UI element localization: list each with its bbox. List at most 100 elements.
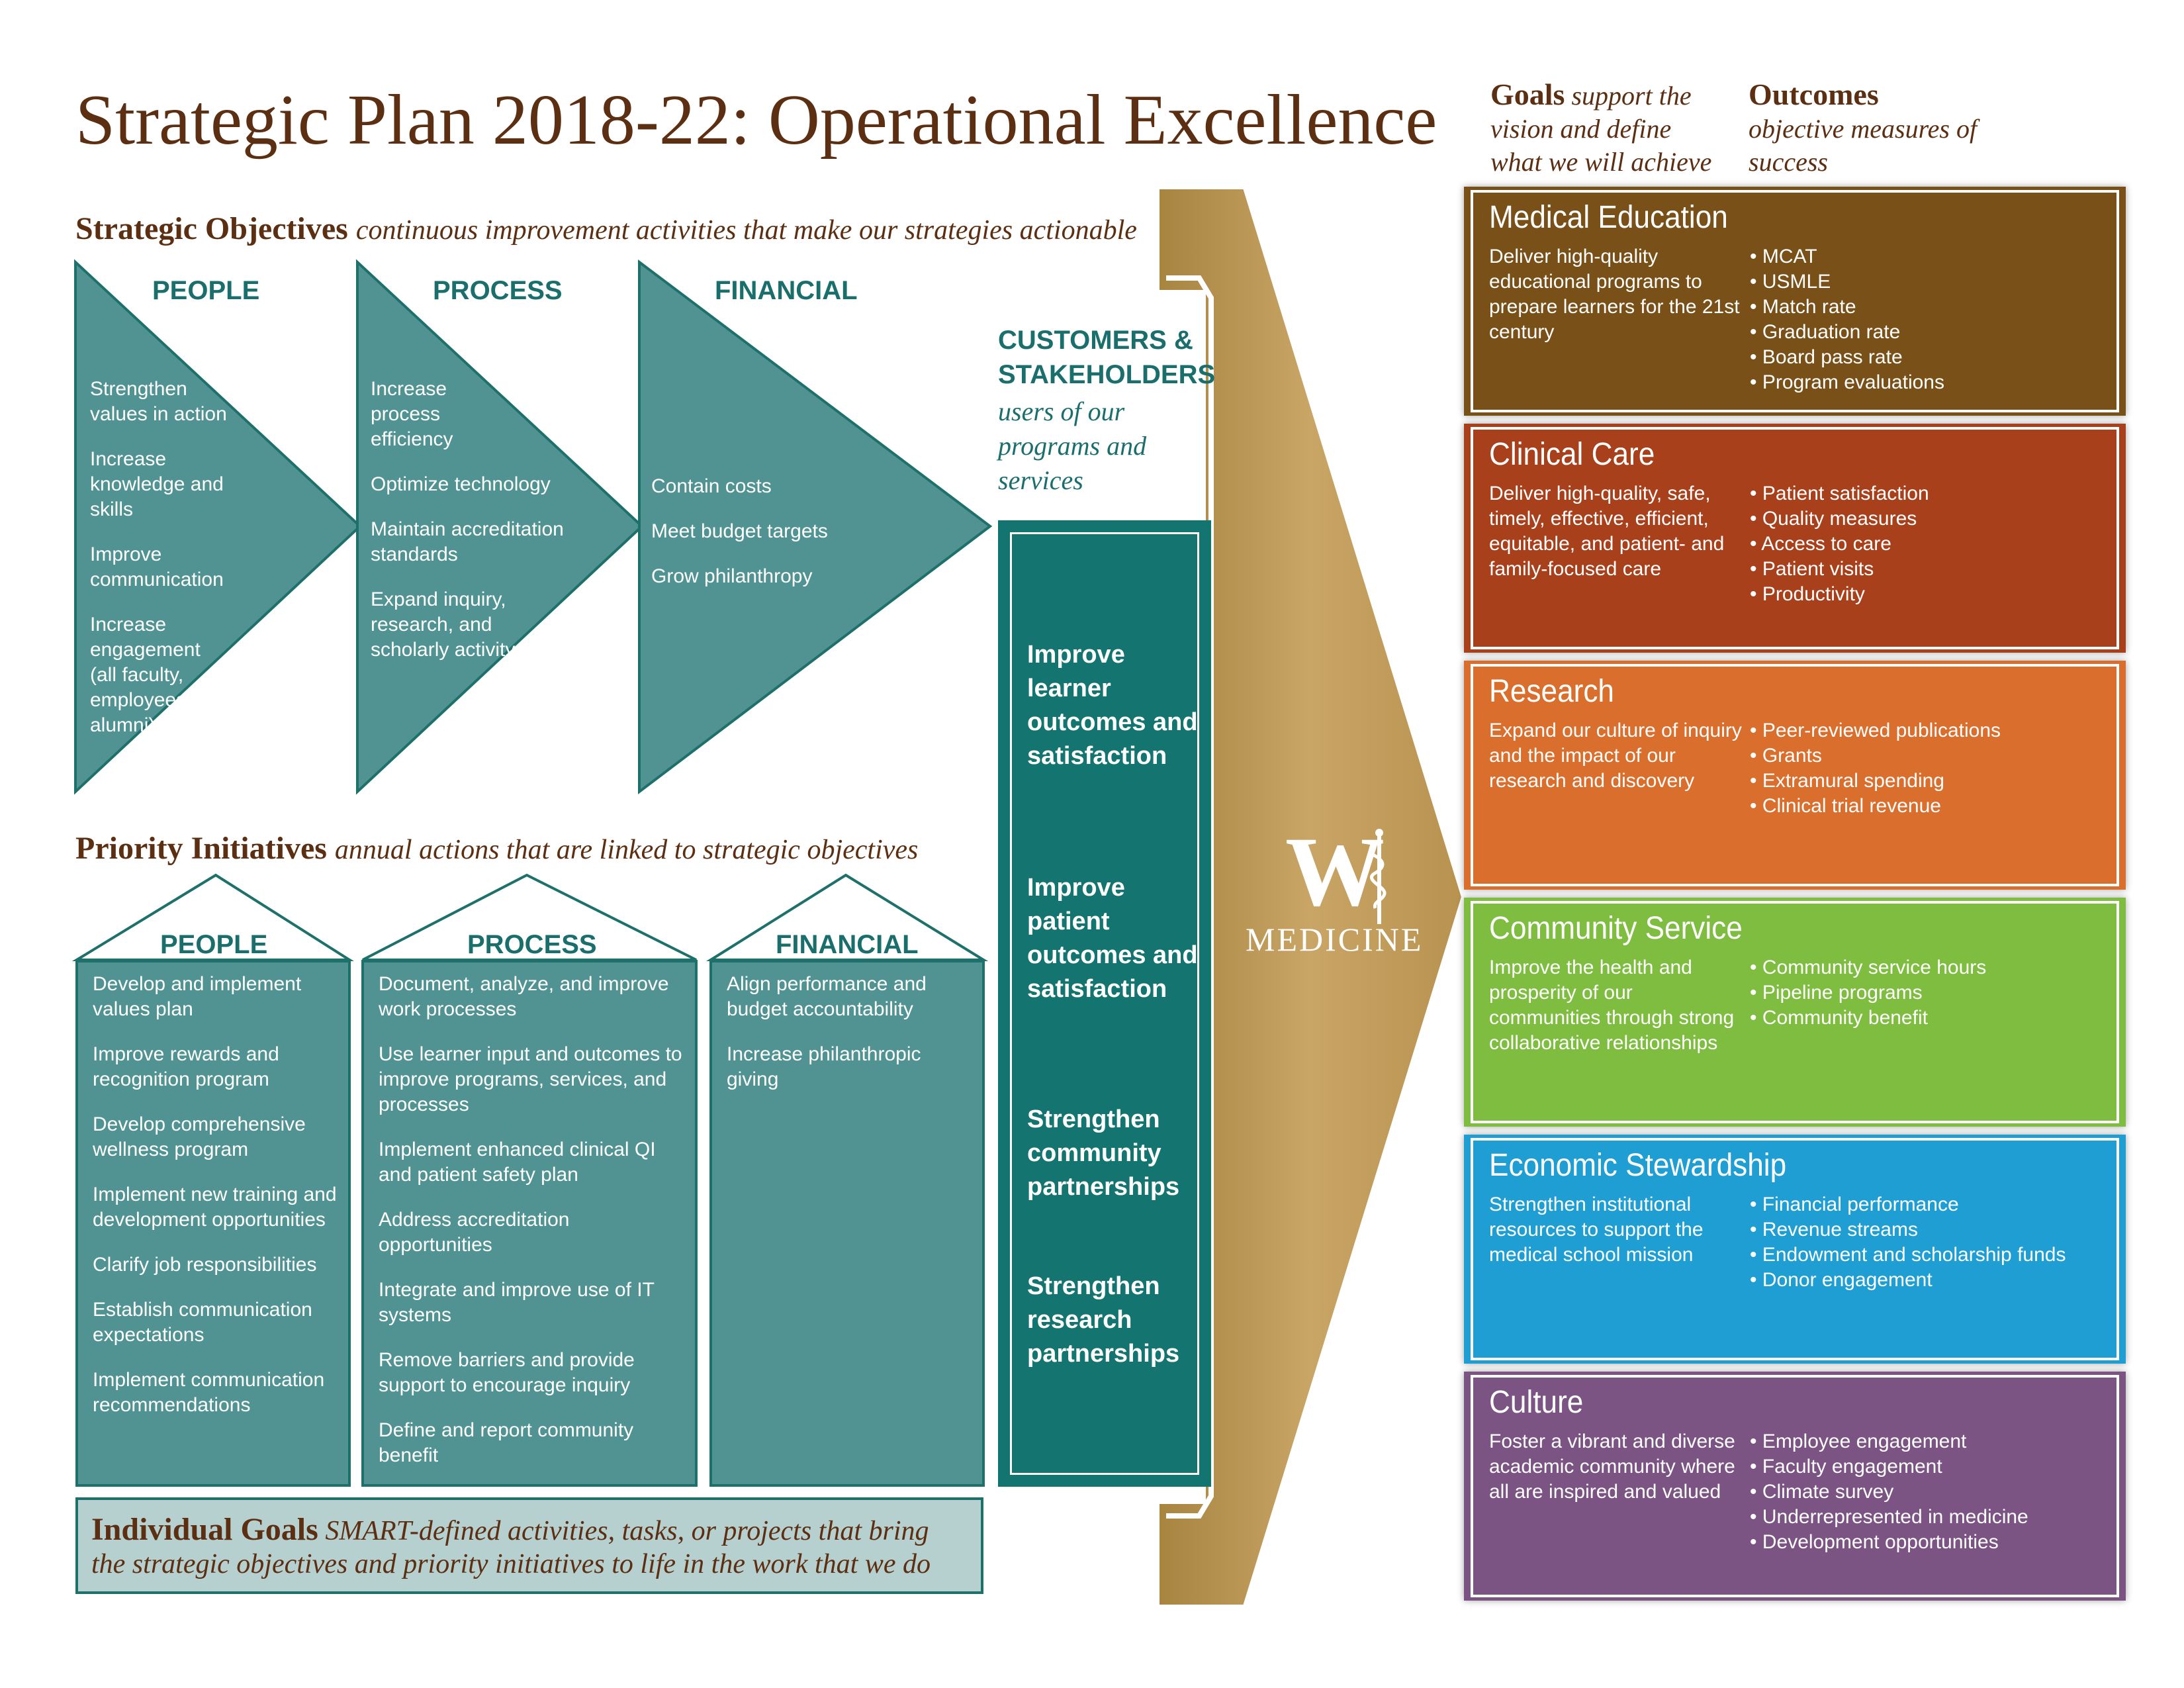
initiative-list-financial: Align performance and budget accountabil… bbox=[727, 972, 972, 1112]
initiative-box-process: Document, analyze, and improve work proc… bbox=[361, 960, 698, 1487]
goals-header: Goals support the vision and define what… bbox=[1490, 78, 1729, 179]
list-item: Implement enhanced clinical QI and patie… bbox=[379, 1139, 656, 1186]
strategic-objectives-title: Strategic Objectives bbox=[75, 211, 348, 246]
individual-goals-text: Individual Goals SMART-defined activitie… bbox=[91, 1513, 968, 1581]
list-item: Integrate and improve use of IT systems bbox=[379, 1279, 655, 1326]
outcome-item: USMLE bbox=[1750, 269, 1944, 295]
goal-description: Foster a vibrant and diverse academic co… bbox=[1489, 1430, 1735, 1503]
goal-description: Deliver high-quality, safe, timely, effe… bbox=[1489, 483, 1725, 580]
priority-initiatives-heading: Priority Initiatives annual actions that… bbox=[75, 830, 918, 867]
outcome-item: Faculty engagement bbox=[1750, 1454, 2028, 1479]
strategic-objectives-arrows bbox=[74, 259, 993, 795]
list-item: Improve rewards and recognition program bbox=[93, 1043, 279, 1090]
list-item: Address accreditation opportunities bbox=[379, 1209, 570, 1256]
caduceus-icon bbox=[1370, 829, 1387, 924]
customers-subtitle: users of our programs and services bbox=[998, 397, 1147, 495]
goal-title: Culture bbox=[1489, 1385, 1584, 1420]
goal-description: Strengthen institutional resources to su… bbox=[1489, 1194, 1704, 1266]
list-item: Establish communication expectations bbox=[93, 1299, 312, 1346]
initiative-list-process: Document, analyze, and improve work proc… bbox=[379, 972, 684, 1488]
outcome-item: Patient satisfaction bbox=[1750, 481, 1929, 506]
customers-box: Improve learner outcomes and satisfactio… bbox=[998, 520, 1211, 1487]
customers-box-border bbox=[1010, 532, 1199, 1475]
outcome-item: Pipeline programs bbox=[1750, 980, 1986, 1006]
list-item: Align performance and budget accountabil… bbox=[727, 973, 927, 1020]
goals-header-title: Goals bbox=[1490, 77, 1565, 111]
objective-list-financial: Contain costs Meet budget targets Grow p… bbox=[651, 474, 870, 609]
list-item: Develop comprehensive wellness program bbox=[93, 1113, 306, 1160]
goals-header-subtitle: support the vision and define what we wi… bbox=[1490, 81, 1712, 177]
customer-item: Improve patient outcomes and satisfactio… bbox=[1027, 874, 1198, 1003]
logo-w-letter: W bbox=[1285, 817, 1385, 927]
outcome-item: Productivity bbox=[1750, 582, 1929, 607]
goal-description: Improve the health and prosperity of our… bbox=[1489, 957, 1735, 1054]
objective-list-people: Strengthen values in action Increase kno… bbox=[90, 377, 242, 758]
outcome-item: Employee engagement bbox=[1750, 1429, 2028, 1454]
outcome-item: Patient visits bbox=[1750, 557, 1929, 582]
list-item: Improve communication bbox=[90, 543, 224, 590]
medicine-logo: W MEDICINE bbox=[1244, 822, 1421, 966]
outcome-item: Clinical trial revenue bbox=[1750, 794, 2001, 819]
outcome-item: Financial performance bbox=[1750, 1192, 2066, 1217]
list-item: Optimize technology bbox=[371, 473, 551, 495]
outcomes-header: Outcomes objective measures of success bbox=[1749, 78, 1987, 179]
outcome-item: Board pass rate bbox=[1750, 345, 1944, 370]
initiative-box-financial: Align performance and budget accountabil… bbox=[709, 960, 985, 1487]
goal-outcomes-list: MCATUSMLEMatch rateGraduation rateBoard … bbox=[1750, 244, 1944, 395]
goal-title: Community Service bbox=[1489, 911, 1743, 946]
priority-roofs bbox=[71, 873, 989, 961]
goal-outcomes-list: Community service hoursPipeline programs… bbox=[1750, 955, 1986, 1031]
priority-initiatives-subtitle: annual actions that are linked to strate… bbox=[334, 835, 919, 865]
goal-outcomes-list: Patient satisfactionQuality measuresAcce… bbox=[1750, 481, 1929, 607]
list-item: Increase process efficiency bbox=[371, 378, 453, 450]
list-item: Clarify job responsibilities bbox=[93, 1254, 317, 1276]
objective-label-people: PEOPLE bbox=[152, 276, 260, 305]
customers-heading: CUSTOMERS & STAKEHOLDERS bbox=[998, 326, 1216, 389]
customer-item: Strengthen research partnerships bbox=[1027, 1272, 1180, 1368]
initiative-label-process: PROCESS bbox=[467, 930, 597, 959]
page-title: Strategic Plan 2018-22: Operational Exce… bbox=[75, 81, 1437, 160]
list-item: Expand inquiry, research, and scholarly … bbox=[371, 588, 516, 661]
list-item: Increase philanthropic giving bbox=[727, 1043, 921, 1090]
people-objective-arrow bbox=[74, 259, 362, 795]
objective-label-process: PROCESS bbox=[433, 276, 563, 305]
list-item: Strengthen values in action bbox=[90, 378, 227, 425]
customer-item: Strengthen community partnerships bbox=[1027, 1105, 1180, 1201]
goal-title: Research bbox=[1489, 674, 1615, 709]
individual-goals-box: Individual Goals SMART-defined activitie… bbox=[75, 1497, 983, 1594]
initiative-label-financial: FINANCIAL bbox=[776, 930, 919, 959]
outcome-item: Community benefit bbox=[1750, 1006, 1986, 1031]
logo-medicine-text: MEDICINE bbox=[1246, 921, 1424, 958]
list-item: Increase engagement (all faculty, employ… bbox=[90, 614, 201, 736]
financial-objective-arrow bbox=[638, 259, 993, 795]
goal-description: Expand our culture of inquiry and the im… bbox=[1489, 720, 1742, 792]
individual-goals-title: Individual Goals bbox=[91, 1512, 318, 1547]
list-item: Remove barriers and provide support to e… bbox=[379, 1349, 635, 1396]
outcome-item: Graduation rate bbox=[1750, 320, 1944, 345]
outcome-item: MCAT bbox=[1750, 244, 1944, 269]
list-item: Implement communication recommendations bbox=[93, 1369, 325, 1416]
strategic-objectives-heading: Strategic Objectives continuous improvem… bbox=[75, 211, 1137, 247]
list-item: Define and report community benefit bbox=[379, 1419, 634, 1466]
objective-list-process: Increase process efficiency Optimize tec… bbox=[371, 377, 589, 682]
goal-outcomes-list: Financial performanceRevenue streamsEndo… bbox=[1750, 1192, 2066, 1293]
goal-outcomes-list: Employee engagementFaculty engagementCli… bbox=[1750, 1429, 2028, 1555]
goal-title: Economic Stewardship bbox=[1489, 1148, 1787, 1183]
initiative-box-people: Develop and implement values plan Improv… bbox=[75, 960, 351, 1487]
outcome-item: Revenue streams bbox=[1750, 1217, 2066, 1243]
list-item: Grow philanthropy bbox=[651, 565, 813, 587]
outcome-item: Quality measures bbox=[1750, 506, 1929, 532]
individual-goals-description: SMART-defined activities, tasks, or proj… bbox=[91, 1516, 931, 1579]
list-item: Maintain accreditation standards bbox=[371, 518, 564, 565]
list-item: Contain costs bbox=[651, 475, 772, 497]
process-objective-arrow bbox=[356, 259, 644, 795]
outcome-item: Program evaluations bbox=[1750, 370, 1944, 395]
outcomes-header-title: Outcomes bbox=[1749, 77, 1879, 111]
goal-outcomes-list: Peer-reviewed publicationsGrantsExtramur… bbox=[1750, 718, 2001, 819]
